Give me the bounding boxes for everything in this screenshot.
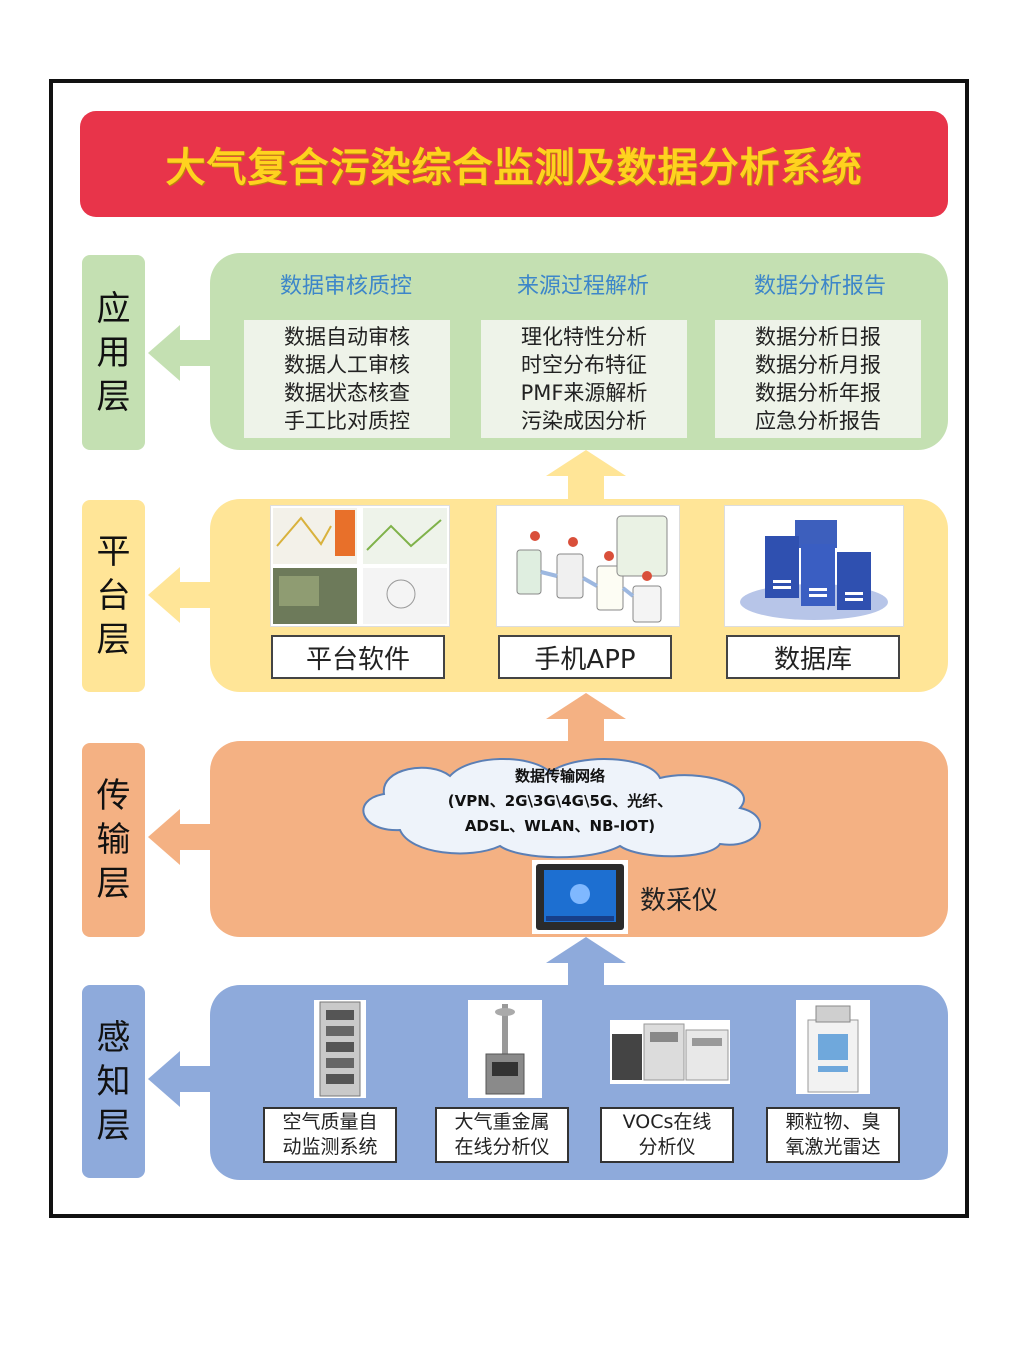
label-char: 应 [96, 288, 131, 329]
perception-label-line: 空气质量自 [282, 1111, 378, 1133]
layer-label-transmission: 传 输 层 [82, 743, 145, 937]
app-item: 数据分析年报 [755, 381, 881, 405]
layer-label-application: 应 用 层 [82, 255, 145, 450]
perception-label-lidar: 颗粒物、臭 氧激光雷达 [766, 1107, 900, 1163]
heavy-metal-analyzer-image [468, 1000, 542, 1098]
arrow-up-head [546, 937, 626, 963]
layer-label-perception: 感 知 层 [82, 985, 145, 1178]
mobile-app-image [496, 505, 680, 627]
server-stack-icon [740, 520, 888, 620]
app-box-3: 数据分析日报 数据分析月报 数据分析年报 应急分析报告 [715, 320, 921, 438]
phone-screens-icon [516, 515, 668, 623]
app-item: 数据分析日报 [755, 325, 881, 349]
arrow-left-shaft [176, 340, 212, 366]
perception-label-air-quality: 空气质量自 动监测系统 [263, 1107, 397, 1163]
cloud-line: ADSL、WLAN、NB-IOT) [464, 817, 656, 835]
label-char: 平 [96, 532, 131, 572]
label-char: 层 [96, 620, 131, 660]
arrow-left-head [148, 809, 180, 865]
app-box-2: 理化特性分析 时空分布特征 PMF来源解析 污染成因分析 [481, 320, 687, 438]
app-heading-1: 数据审核质控 [279, 274, 412, 299]
label-char: 用 [96, 332, 131, 373]
arrow-up-head [546, 693, 626, 719]
arrow-left-head [148, 325, 180, 381]
cloud-line: (VPN、2G\3G\4G\5G、光纤、 [447, 792, 673, 810]
platform-label-app: 手机APP [498, 635, 672, 679]
app-box-1: 数据自动审核 数据人工审核 数据状态核查 手工比对质控 [244, 320, 450, 438]
perception-label-line: 动监测系统 [282, 1136, 378, 1158]
data-logger-label: 数采仪 [640, 886, 719, 916]
arrow-left-head [148, 567, 180, 623]
platform-label-database: 数据库 [726, 635, 900, 679]
app-item: 数据自动审核 [284, 325, 410, 349]
perception-label-line: VOCs在线 [622, 1111, 712, 1133]
perception-label-vocs: VOCs在线 分析仪 [600, 1107, 734, 1163]
lidar-icon [807, 1005, 859, 1093]
monitor-icon [536, 864, 624, 930]
perception-label-line: 分析仪 [638, 1136, 696, 1158]
perception-label-line: 氧激光雷达 [785, 1136, 881, 1158]
perception-label-line: 颗粒物、臭 [785, 1111, 881, 1133]
app-item: PMF来源解析 [520, 381, 648, 405]
gc-instrument-icon [612, 1023, 729, 1081]
data-logger-image [532, 860, 628, 934]
cloud-icon [362, 757, 761, 859]
app-item: 数据分析月报 [755, 353, 881, 377]
app-item: 理化特性分析 [521, 325, 647, 349]
perception-label-heavy-metal: 大气重金属 在线分析仪 [435, 1107, 569, 1163]
vocs-analyzer-image [610, 1020, 730, 1084]
diagram-title: 大气复合污染综合监测及数据分析系统 [165, 145, 863, 191]
app-item: 数据状态核查 [284, 381, 410, 405]
arrow-up-shaft [568, 475, 604, 501]
label-char: 输 [96, 820, 131, 860]
arrow-left-head [148, 1051, 180, 1107]
title-banner: 大气复合污染综合监测及数据分析系统 [80, 111, 948, 217]
app-item: 手工比对质控 [284, 409, 410, 433]
arrow-up-head [546, 450, 626, 476]
app-heading-3: 数据分析报告 [753, 274, 886, 299]
arrow-up-shaft [568, 718, 604, 744]
label-char: 台 [96, 576, 131, 616]
arrow-left-shaft [176, 824, 212, 850]
arrow-left-shaft [176, 582, 212, 608]
label-char: 传 [96, 776, 131, 816]
app-item: 应急分析报告 [755, 409, 881, 433]
analyzer-icon [485, 1004, 525, 1095]
perception-label-line: 大气重金属 [454, 1111, 550, 1133]
label-char: 层 [96, 1105, 131, 1146]
app-item: 数据人工审核 [284, 353, 410, 377]
cabinet-icon [319, 1001, 361, 1097]
cloud-title: 数据传输网络 [514, 767, 605, 785]
platform-label-software: 平台软件 [271, 635, 445, 679]
lidar-image [796, 1000, 870, 1094]
app-heading-2: 来源过程解析 [516, 274, 649, 299]
app-item: 时空分布特征 [521, 353, 647, 377]
perception-label-line: 在线分析仪 [454, 1136, 550, 1158]
arrow-left-shaft [176, 1066, 212, 1092]
label-char: 层 [96, 376, 131, 417]
database-image [724, 505, 904, 627]
platform-software-image [270, 505, 450, 627]
air-quality-station-image [314, 1000, 366, 1098]
app-item: 污染成因分析 [521, 409, 647, 433]
label-char: 感 [96, 1017, 131, 1058]
layer-label-platform: 平 台 层 [82, 500, 145, 692]
arrow-up-shaft [568, 962, 604, 988]
label-char: 层 [96, 864, 131, 904]
label-char: 知 [96, 1061, 131, 1102]
map-screens-icon [273, 508, 447, 624]
